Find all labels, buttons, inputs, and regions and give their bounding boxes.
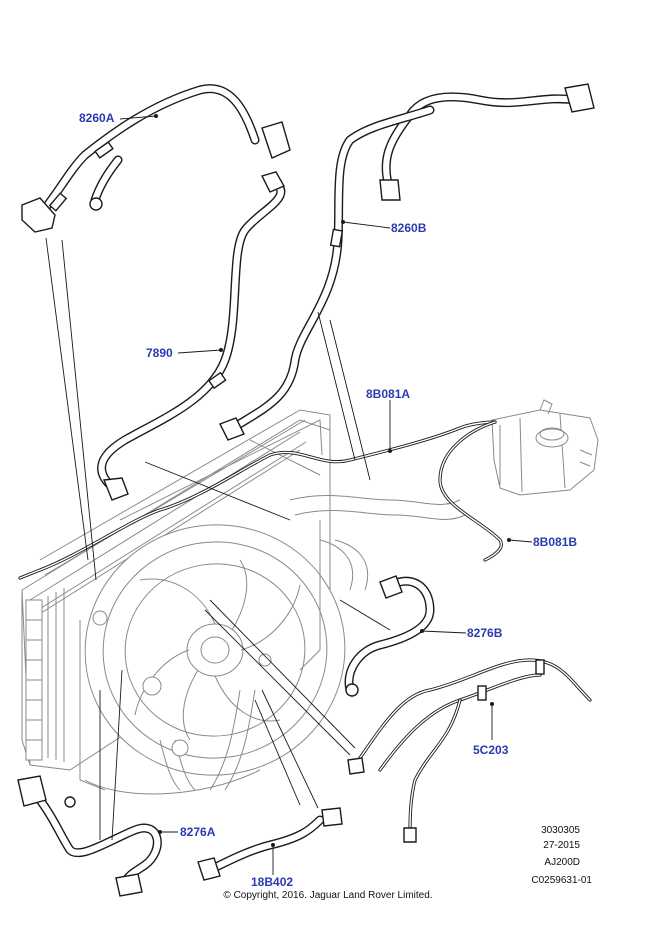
callout-8B081A: 8B081A (366, 387, 411, 401)
hose-8276A (17, 775, 162, 897)
radiator-fan-assembly (21, 409, 466, 795)
leader-lines (45, 115, 533, 875)
reference-code: C0259631-01 (531, 875, 592, 886)
expansion-tank (491, 399, 599, 496)
hose-18B402 (197, 807, 343, 881)
pipe-bundle-5C203 (347, 658, 592, 843)
callout-5C203: 5C203 (473, 743, 509, 757)
hose-8260A (21, 84, 291, 233)
callout-7890: 7890 (146, 346, 173, 360)
reference-model: AJ200D (544, 857, 580, 868)
callout-8276A: 8276A (180, 825, 216, 839)
callout-8260A: 8260A (79, 111, 115, 125)
callout-18B402: 18B402 (251, 875, 294, 889)
hose-8260B (219, 83, 595, 441)
hose-8276B (344, 575, 435, 697)
reference-number: 3030305 (541, 825, 580, 836)
hose-7890 (97, 171, 286, 501)
callout-8B081B: 8B081B (533, 535, 578, 549)
callout-8260B: 8260B (391, 221, 427, 235)
reference-date: 27-2015 (543, 840, 580, 851)
pipe-8B081A (18, 420, 497, 580)
copyright-notice: © Copyright, 2016. Jaguar Land Rover Lim… (223, 890, 433, 901)
callout-8276B: 8276B (467, 626, 503, 640)
